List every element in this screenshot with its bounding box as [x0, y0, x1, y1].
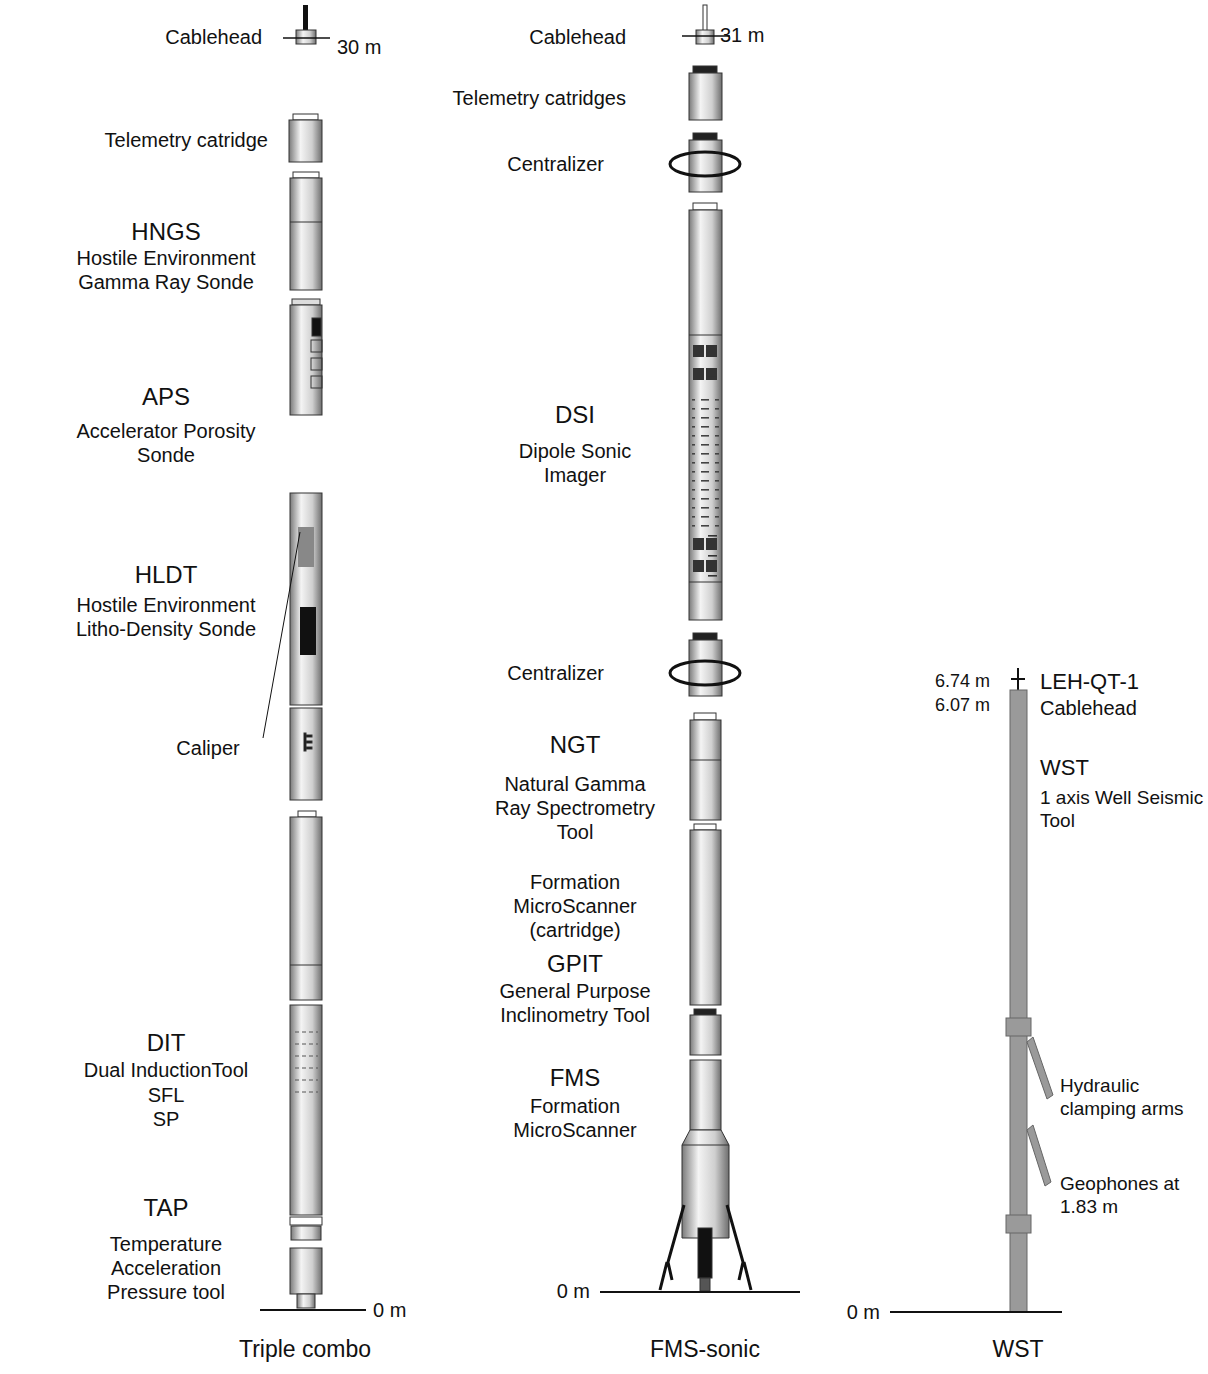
part-name: Telemetry catridges	[453, 86, 626, 110]
depth-mark: 6.07 m	[935, 695, 990, 717]
triple-combo-string	[260, 5, 366, 1310]
tool-acronym: DIT	[147, 1029, 186, 1058]
part-name: Cablehead	[1040, 696, 1137, 720]
tool-acronym: WST	[1040, 755, 1089, 781]
part-name: Centralizer	[507, 152, 604, 176]
leader-line	[263, 532, 300, 738]
tool-acronym: HNGS	[131, 218, 200, 247]
tool-acronym: NGT	[550, 731, 601, 760]
string-title: FMS-sonic	[650, 1336, 760, 1364]
tool-description: Dipole Sonic Imager	[505, 439, 645, 487]
tool-description: Hostile Environment Gamma Ray Sonde	[51, 246, 281, 294]
tool-acronym: DSI	[555, 401, 595, 430]
tool-description: General Purpose Inclinometry Tool	[488, 979, 663, 1027]
depth-mark: 0 m	[847, 1300, 880, 1324]
part-name: LEH-QT-1	[1040, 669, 1139, 695]
tool-acronym: GPIT	[547, 950, 603, 979]
part-name: Hydraulic clamping arms	[1060, 1075, 1204, 1121]
part-name: Centralizer	[507, 661, 604, 685]
string-title: WST	[992, 1336, 1043, 1364]
part-name: Cablehead	[165, 25, 262, 49]
part-name: Cablehead	[529, 25, 626, 49]
tool-description: Temperature Acceleration Pressure tool	[91, 1232, 241, 1304]
tool-description: Accelerator Porosity Sonde	[51, 419, 281, 467]
tool-description: Formation MicroScanner	[505, 1094, 645, 1142]
tool-acronym: TAP	[144, 1194, 189, 1223]
part-name: Telemetry catridge	[105, 128, 268, 152]
tool-description: 1 axis Well Seismic Tool	[1040, 787, 1204, 833]
tool-description: Natural Gamma Ray Spectrometry Tool	[491, 772, 659, 844]
fms-sonic-string	[600, 5, 800, 1292]
tool-acronym: FMS	[550, 1064, 601, 1093]
wst-string	[890, 668, 1062, 1312]
part-name: Geophones at 1.83 m	[1060, 1173, 1204, 1219]
tool-description: Hostile Environment Litho-Density Sonde	[51, 593, 281, 641]
depth-mark: 31 m	[720, 23, 764, 47]
depth-mark: 0 m	[557, 1279, 590, 1303]
depth-mark: 30 m	[337, 35, 381, 59]
part-name: Caliper	[176, 736, 239, 760]
depth-mark: 6.74 m	[935, 671, 990, 693]
tool-description: SFL	[148, 1083, 185, 1107]
tool-acronym: HLDT	[135, 561, 198, 590]
tool-description: SP	[153, 1107, 180, 1131]
tool-description: Formation MicroScanner (cartridge)	[505, 870, 645, 942]
tool-description: Dual InductionTool	[84, 1058, 249, 1082]
depth-mark: 0 m	[373, 1298, 406, 1322]
string-title: Triple combo	[239, 1336, 371, 1364]
tool-acronym: APS	[142, 383, 190, 412]
